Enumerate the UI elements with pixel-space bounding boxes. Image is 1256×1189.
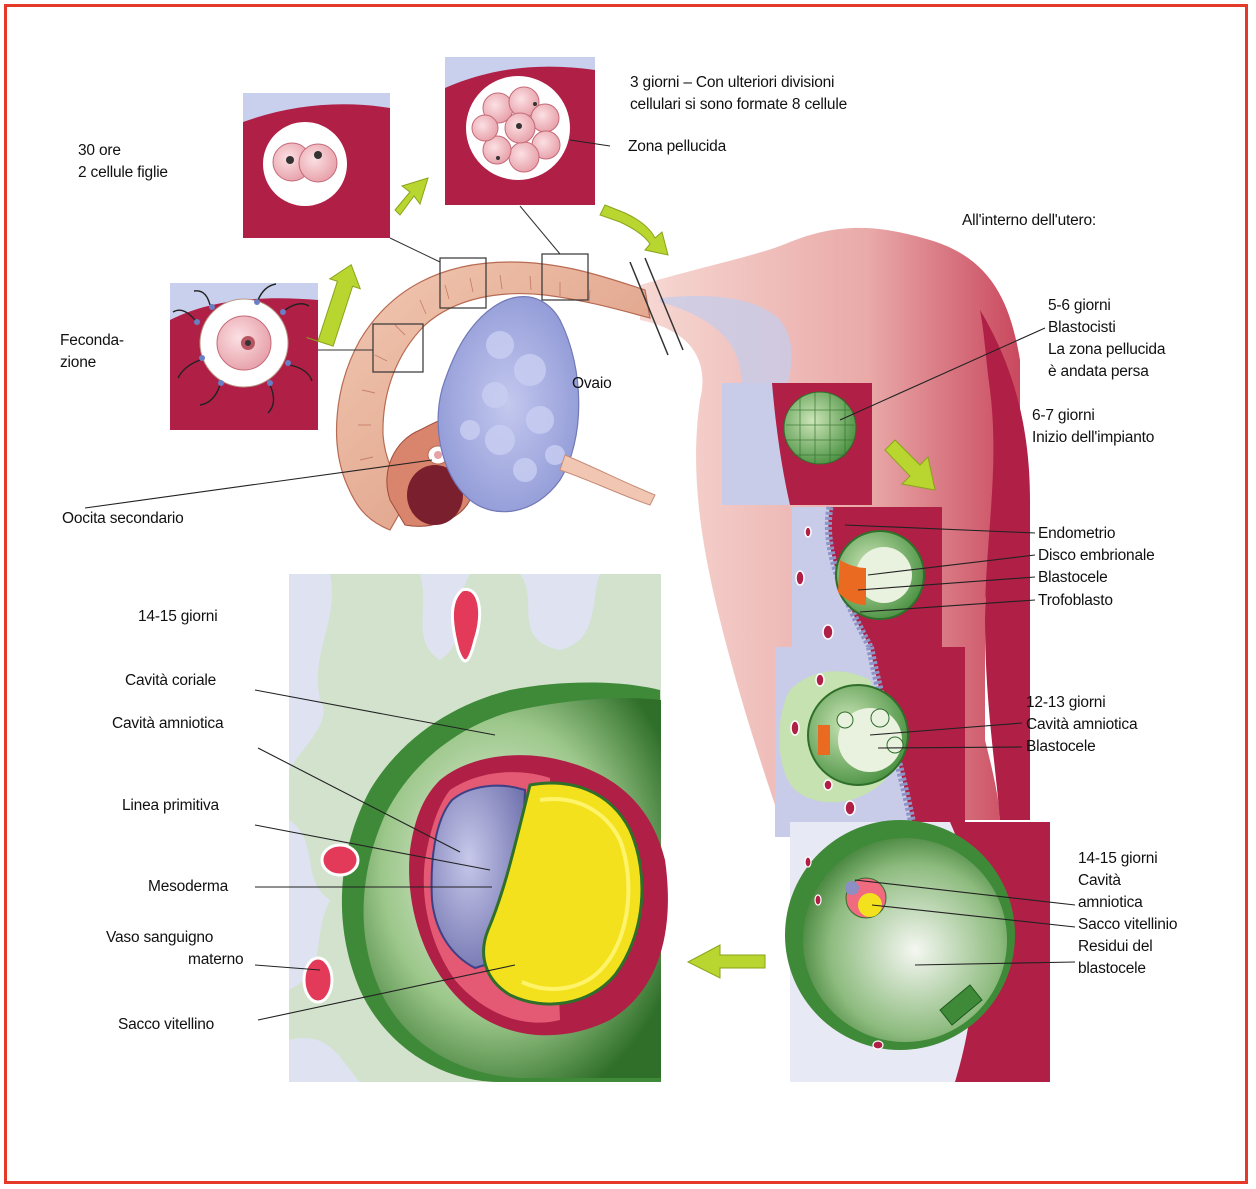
label-utero: All'interno dell'utero: [962,210,1096,232]
arrow-2 [395,178,428,215]
label-trofoblasto: Trofoblasto [1038,590,1113,612]
arrow-5 [688,945,765,978]
label-linea-primitiva: Linea primitiva [122,795,219,817]
label-endometrio: Endometrio [1038,523,1115,545]
label-ovaio: Ovaio [572,373,612,395]
label-sacco-vitellino: Sacco vitellino [118,1014,214,1036]
ovary [438,297,579,512]
inset-3-days [445,57,595,205]
label-mesoderma: Mesoderma [148,876,228,898]
label-blastocele: Blastocele [1038,567,1108,589]
inset-30-hours [243,93,390,238]
panel-14-15-days-detail [289,574,668,1082]
label-zona-pellucida: Zona pellucida [628,136,726,158]
label-cavita-coriale: Cavità coriale [125,670,216,692]
label-fecondazione: Feconda-zione [60,330,124,374]
label-oocita: Oocita secondario [62,508,184,530]
label-cavita-amniotica: Cavità amniotica [112,713,223,735]
label-14-15-days-left: 14-15 giorni [138,606,217,628]
inset-fertilization [170,283,318,430]
label-disco-embrionale: Disco embrionale [1038,545,1155,567]
arrow-3 [600,205,668,255]
